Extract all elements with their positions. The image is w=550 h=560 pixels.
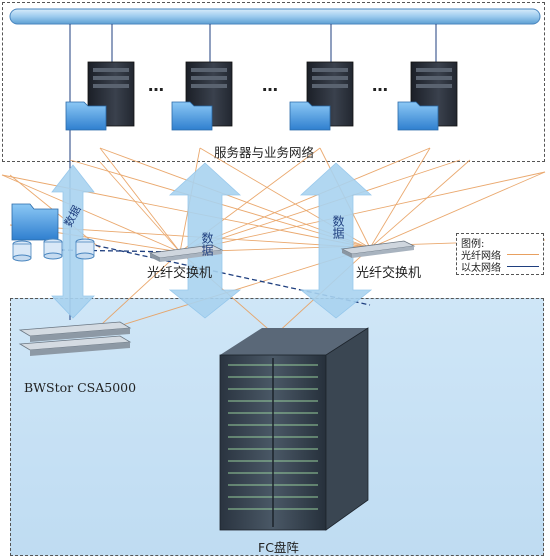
switch-right-label: 光纤交换机 (356, 266, 422, 281)
legend-title: 图例: (461, 239, 485, 250)
bwstor-appliance (18, 321, 132, 356)
server-1 (87, 61, 135, 127)
folder-icon (397, 101, 439, 131)
shared-storage-icon (11, 203, 95, 262)
ethernet-backbone (9, 8, 541, 25)
server-network-zone (2, 2, 545, 162)
data-label-middle: 数据 (200, 232, 214, 256)
ellipsis-3: … (372, 76, 388, 95)
fc-disk-array (219, 327, 369, 531)
legend-swatch-fiber (507, 254, 539, 255)
data-arrow-left (51, 164, 95, 319)
legend-item-fiber: 光纤网络 (461, 251, 501, 262)
fc-array-label: FC盘阵 (258, 540, 299, 555)
folder-icon (65, 101, 107, 131)
ellipsis-2: … (262, 76, 278, 95)
bwstor-label: BWStor CSA5000 (24, 380, 137, 395)
folder-icon (171, 101, 213, 131)
switch-left-label: 光纤交换机 (147, 266, 213, 281)
folder-icon (289, 101, 331, 131)
legend-item-ethernet: 以太网络 (461, 263, 501, 274)
server-zone-label: 服务器与业务网络 (214, 145, 315, 160)
legend-swatch-ethernet (507, 266, 539, 267)
ellipsis-1: … (148, 76, 164, 95)
data-arrow-right (299, 162, 373, 319)
fibre-switch-right (340, 240, 416, 258)
legend: 图例: 光纤网络 以太网络 (456, 233, 544, 275)
fibre-switch-left (148, 244, 224, 262)
data-arrow-middle (168, 162, 242, 319)
data-label-right: 数据 (331, 215, 345, 239)
